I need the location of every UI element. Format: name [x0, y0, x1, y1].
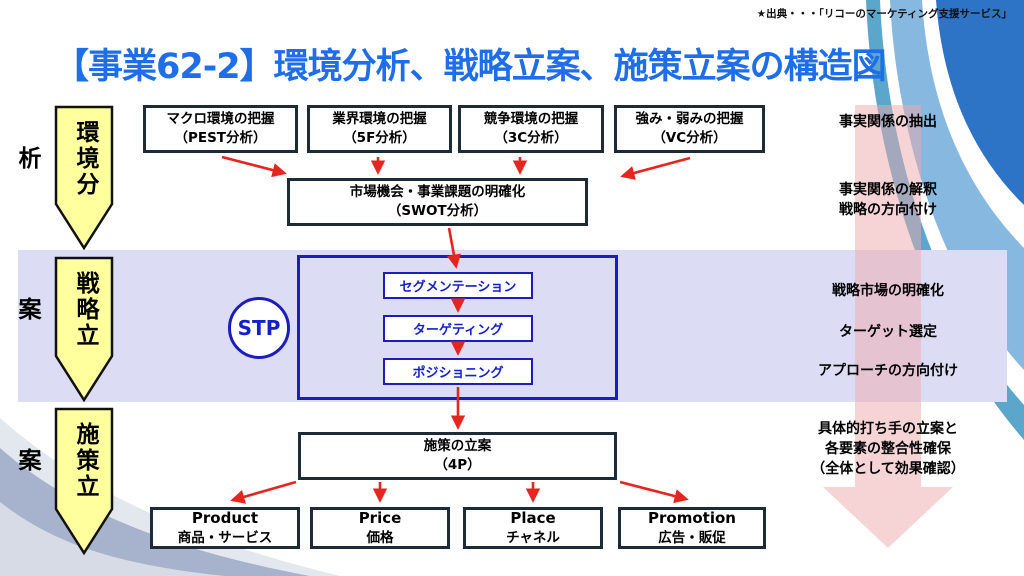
- analysis-box-3c: 競争環境の把握 （3C分析）: [458, 105, 604, 153]
- arrow-plan-to-promotion: [619, 480, 689, 504]
- note-approach-direction: アプローチの方向付け: [780, 361, 996, 381]
- phase-label: 戦略立案: [14, 271, 98, 349]
- note-line: 事実関係の解釈: [839, 182, 937, 198]
- p-box-en: Promotion: [648, 509, 736, 528]
- note-line: 戦略の方向付け: [839, 202, 937, 218]
- analysis-box-method: （3C分析）: [494, 130, 568, 146]
- note-fact-interpretation: 事実関係の解釈 戦略の方向付け: [780, 180, 996, 220]
- swot-box-title: 市場機会・事業課題の明確化: [349, 184, 526, 201]
- bottom-left-swoosh-inner: [0, 502, 225, 576]
- note-line: 各要素の整合性確保: [825, 441, 951, 457]
- stp-step-label: セグメンテーション: [399, 280, 517, 295]
- phase-label: 環境分析: [14, 120, 98, 198]
- p-box-en: Price: [358, 509, 402, 528]
- process-flow-arrow-shape: [823, 105, 953, 548]
- note-fact-extraction: 事実関係の抽出: [780, 112, 996, 132]
- note-line: （全体として効果確認）: [811, 461, 965, 477]
- stp-circle-label: STP: [237, 316, 281, 340]
- stp-circle: STP: [228, 297, 290, 359]
- p-box-price: Price 価格: [310, 507, 450, 549]
- note-line: 事実関係の抽出: [839, 114, 937, 130]
- phase-label: 施策立案: [14, 422, 98, 500]
- note-concrete-measures: 具体的打ち手の立案と 各要素の整合性確保 （全体として効果確認）: [780, 419, 996, 479]
- plan-box-title: 施策の立案: [423, 438, 492, 455]
- p-box-place: Place チャネル: [463, 507, 603, 549]
- phase-arrow-strategy-planning: 戦略立案: [14, 256, 116, 402]
- phase-arrow-shape: [54, 407, 114, 555]
- analysis-box-5f: 業界環境の把握 （5F分析）: [307, 105, 452, 153]
- note-line: 戦略市場の明確化: [832, 283, 944, 299]
- p-box-ja: 商品・サービス: [177, 530, 273, 547]
- arrow-vc-to-swot: [620, 156, 691, 180]
- note-line: ターゲット選定: [839, 324, 937, 340]
- phase-arrow-shape: [54, 256, 114, 402]
- swot-box: 市場機会・事業課題の明確化 （SWOT分析）: [287, 178, 588, 226]
- note-target-selection: ターゲット選定: [780, 322, 996, 342]
- note-strategic-market: 戦略市場の明確化: [780, 281, 996, 301]
- stp-step-targeting: ターゲティング: [383, 315, 533, 342]
- p-box-promotion: Promotion 広告・販促: [618, 507, 766, 549]
- phase-arrow-measure-planning: 施策立案: [14, 407, 116, 555]
- phase-arrow-shape: [54, 105, 114, 250]
- analysis-box-pest: マクロ環境の把握 （PEST分析）: [143, 105, 298, 153]
- analysis-box-title: マクロ環境の把握: [166, 111, 275, 128]
- analysis-box-method: （VC分析）: [652, 130, 727, 146]
- top-right-swoosh-deepblue: [936, 0, 1024, 205]
- source-note: ★出典・・・「リコーのマーケティング支援サービス」: [756, 8, 1012, 20]
- p-box-ja: 広告・販促: [658, 530, 726, 547]
- plan-box-method: （4P）: [434, 457, 481, 473]
- stp-step-label: ターゲティング: [412, 323, 504, 338]
- stp-step-label: ポジショニング: [412, 366, 504, 381]
- page-title: 【事業62-2】環境分析、戦略立案、施策立案の構造図: [54, 47, 887, 87]
- analysis-box-title: 強み・弱みの把握: [635, 111, 744, 128]
- p-box-en: Product: [191, 509, 259, 528]
- arrow-plan-to-product: [230, 480, 297, 504]
- phase-arrow-environment-analysis: 環境分析: [14, 105, 116, 250]
- analysis-box-method: （PEST分析）: [174, 130, 267, 146]
- p-box-product: Product 商品・サービス: [150, 507, 300, 549]
- p-box-en: Place: [510, 509, 556, 528]
- note-line: 具体的打ち手の立案と: [818, 421, 958, 437]
- analysis-box-title: 業界環境の把握: [332, 111, 427, 128]
- swot-box-method: （SWOT分析）: [387, 203, 488, 219]
- note-line: アプローチの方向付け: [818, 363, 958, 379]
- analysis-box-vc: 強み・弱みの把握 （VC分析）: [614, 105, 765, 153]
- analysis-box-title: 競争環境の把握: [483, 111, 579, 128]
- stp-step-segmentation: セグメンテーション: [383, 272, 533, 299]
- stp-step-positioning: ポジショニング: [383, 358, 533, 385]
- analysis-box-method: （5F分析）: [343, 130, 416, 146]
- plan-box-4p: 施策の立案 （4P）: [298, 432, 617, 480]
- arrow-pest-to-swot: [221, 155, 287, 178]
- p-box-ja: 価格: [366, 530, 394, 547]
- arrow-swot-to-segmentation: [446, 227, 461, 269]
- p-box-ja: チャネル: [506, 530, 560, 547]
